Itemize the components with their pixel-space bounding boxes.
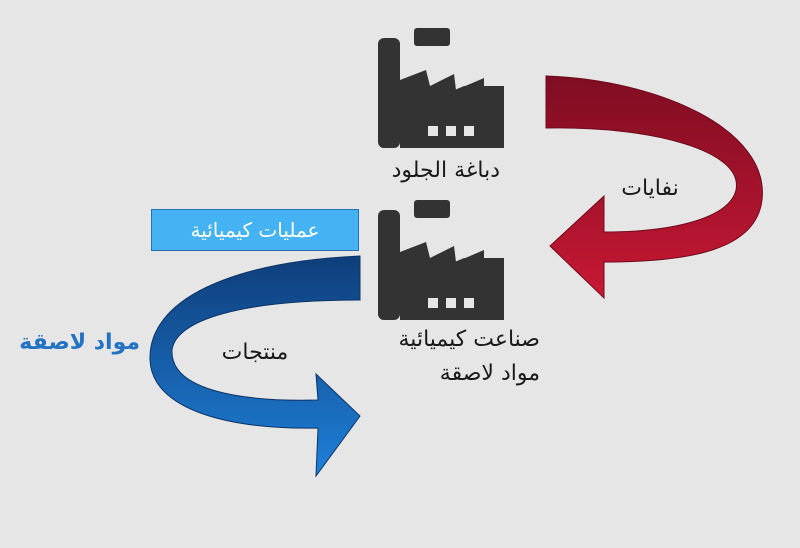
- products-curved-arrow: [149, 255, 361, 478]
- chemical-processes-box: عمليات كيميائية: [151, 209, 359, 251]
- products-label: منتجات: [221, 340, 289, 365]
- chemical-industry-line1: صناعت كيميائية: [398, 327, 540, 352]
- factory-icon: [378, 200, 504, 320]
- factory-icon: [378, 28, 504, 148]
- tannery-label: دباغة الجلود: [391, 158, 500, 183]
- chemical-industry-label: صناعت كيميائية مواد لاصقة: [360, 323, 540, 391]
- waste-curved-arrow: [545, 75, 763, 300]
- adhesives-label: مواد لاصقة: [19, 330, 140, 355]
- chemical-industry-line2: مواد لاصقة: [439, 361, 540, 386]
- waste-label: نفايات: [621, 176, 679, 201]
